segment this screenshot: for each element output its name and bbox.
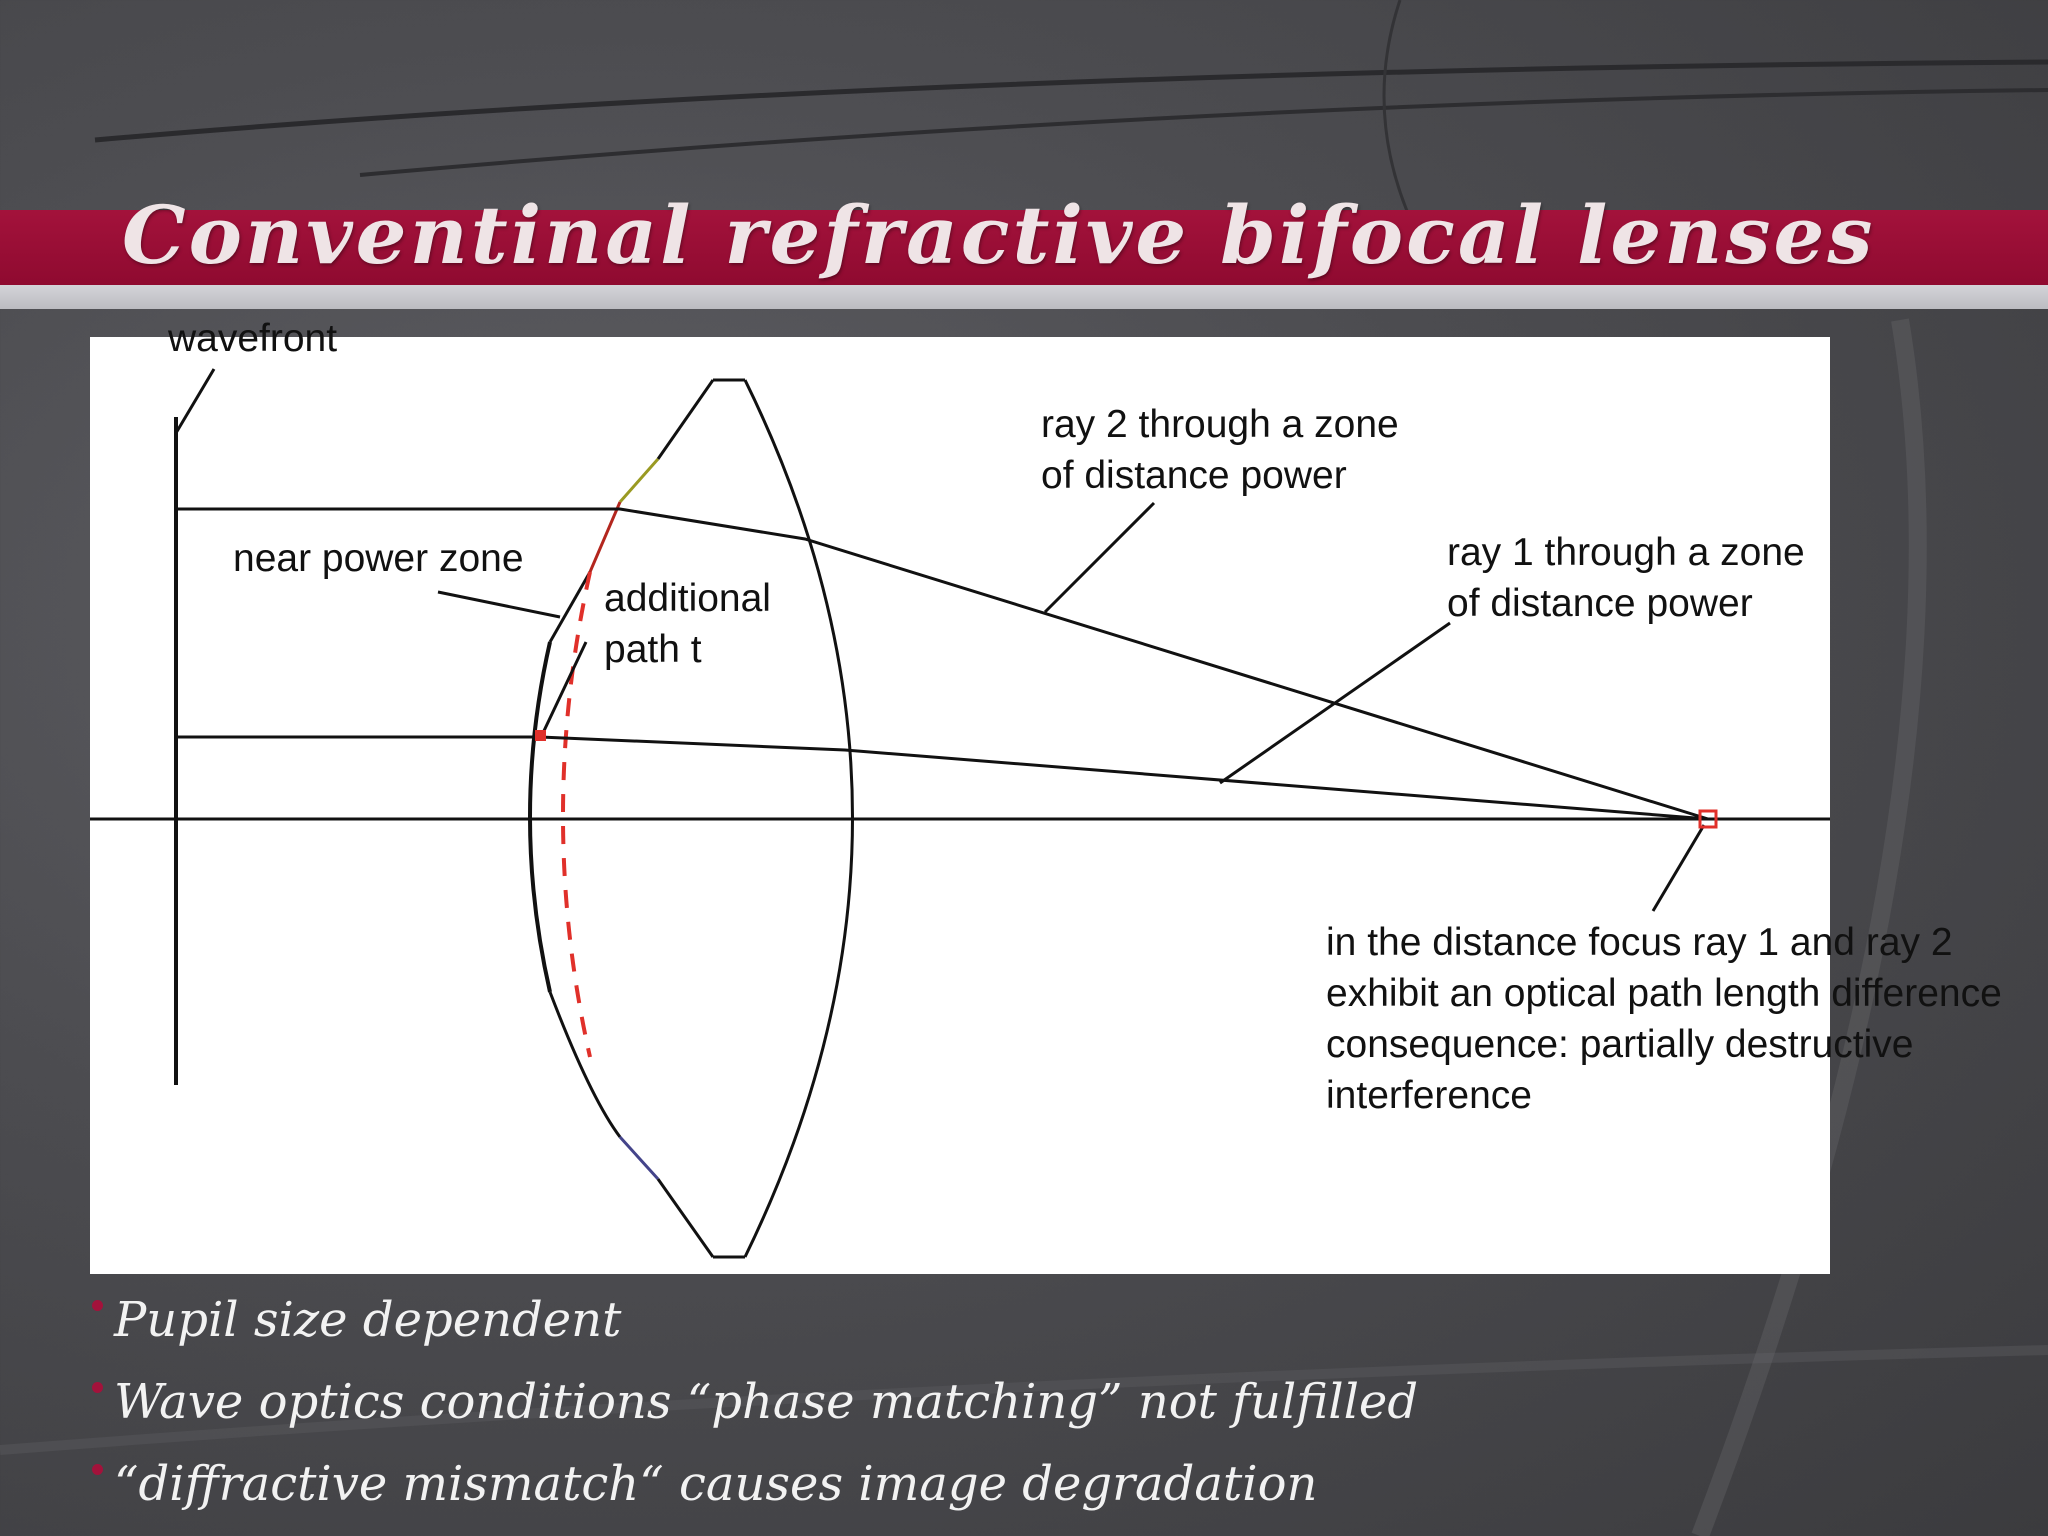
lens-left-upper-surface [656,379,715,460]
lens-left-lower-colored [618,1135,660,1181]
lens-left-lower-surface [656,1178,715,1258]
near-zone-marker [535,730,546,741]
bullet-text: Pupil size dependent [114,1292,622,1348]
bullet-dot-icon [92,1464,103,1475]
focus-marker [1698,809,1718,829]
lens-left-upper-zone [548,571,592,643]
ray1-label-line2: of distance power [1447,582,1753,625]
ray2-label-line2: of distance power [1041,454,1347,497]
lens-right-surface [743,379,854,1258]
ray2-label-line1: ray 2 through a zone [1041,403,1399,446]
focus-label-line2: exhibit an optical path length differenc… [1326,972,2002,1015]
title-underline [0,285,2048,309]
ray-2 [176,507,1709,821]
lens-left-red-segment [588,501,622,573]
focus-label-line1: in the distance focus ray 1 and ray 2 [1326,921,1953,964]
focus-label-line3: consequence: partially destructive [1326,1023,1914,1066]
wavefront-leader [174,368,216,434]
bullet-text: Wave optics conditions “phase matching” … [114,1374,1419,1430]
bullet-dot-icon [92,1382,103,1393]
focus-leader [1651,824,1706,912]
title-band [0,210,2048,285]
lens-diagram-drawing [90,368,1830,1259]
bullet-item: Pupil size dependent [92,1292,1992,1374]
ray1-leader [1219,621,1451,785]
bullet-dot-icon [92,1300,103,1311]
wavefront-label: wavefront [168,317,338,360]
bullet-item: Wave optics conditions “phase matching” … [92,1374,1992,1456]
slide-title: Conventinal refractive bifocal lenses [122,188,1876,282]
bullet-item: “diffractive mismatch“ causes image degr… [92,1456,1992,1536]
near-zone-leader [437,590,561,619]
near-power-zone-label: near power zone [233,537,524,580]
additional-path-leader [540,641,588,736]
lens-diagram: wavefront near power zone additional pat… [90,317,2002,1274]
ray2-leader [1043,501,1156,614]
lens-near-zone-surface [528,641,552,993]
focus-label-line4: interference [1326,1074,1532,1117]
lens-left-lower-zone [548,991,622,1138]
lens-left-upper-colored [618,458,660,503]
additional-path-label-line1: additional [604,577,771,620]
additional-path-label-line2: path t [604,628,702,671]
bullet-list: Pupil size dependent Wave optics conditi… [92,1292,1992,1536]
ray-1 [176,735,1709,821]
additional-path-dashed [561,571,592,1058]
bullet-text: “diffractive mismatch“ causes image degr… [114,1456,1318,1512]
ray1-label-line1: ray 1 through a zone [1447,531,1805,574]
